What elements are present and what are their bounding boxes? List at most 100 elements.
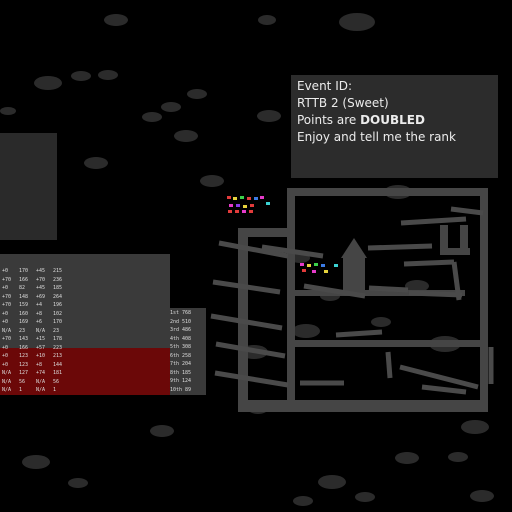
leaderboard-cell: N/A (2, 387, 12, 393)
leaderboard-cell: N/A (2, 378, 12, 385)
arena-top-wall (238, 228, 290, 237)
cloud-icon (187, 89, 207, 99)
platform (215, 341, 286, 359)
cloud-icon (461, 420, 489, 434)
tower-body (343, 256, 365, 296)
leaderboard-cell: 1 (19, 387, 23, 393)
leaderboard-cell: 160 (19, 310, 29, 317)
points-note-prefix: Points are (297, 113, 361, 127)
right-hook-b (460, 225, 468, 255)
leaderboard-cell: 264 (53, 293, 63, 300)
marker-icon (250, 204, 254, 207)
rank-cell: 7th 204 (170, 361, 192, 367)
marker-icon (240, 196, 244, 199)
leaderboard-cell: N/A (2, 327, 12, 334)
leaderboard-cell: 127 (19, 370, 29, 376)
platforms (210, 206, 494, 395)
leaderboard-cell: +0 (2, 353, 9, 359)
leaderboard-cell: +70 (2, 276, 12, 283)
leaderboard-cell: 159 (19, 302, 29, 308)
leaderboard-cell: +0 (2, 310, 9, 317)
cloud-icon (98, 70, 118, 80)
arena-lower-shelf (295, 340, 480, 347)
leaderboard-cell: 215 (53, 268, 63, 274)
marker-icon (260, 196, 264, 199)
cloud-icon (200, 175, 224, 187)
points-note: Points are DOUBLED (297, 112, 492, 129)
marker-icon (314, 263, 318, 266)
leaderboard-cell: N/A (36, 378, 46, 385)
platform (399, 364, 479, 390)
player-markers (227, 196, 338, 273)
rank-cell: 3rd 486 (170, 327, 192, 333)
leaderboard-cell: +45 (36, 285, 46, 291)
arena-bottom-floor (238, 400, 488, 412)
cloud-icon (448, 452, 468, 462)
leaderboard-cell: +4 (36, 302, 43, 308)
platform (451, 261, 462, 301)
leaderboard-cell: 178 (53, 336, 63, 342)
cloud-icon (395, 452, 419, 464)
platform (403, 259, 455, 267)
platform (367, 243, 433, 251)
rank-cell: 4th 408 (170, 335, 192, 342)
leaderboard-cell: +8 (36, 310, 43, 317)
platform (450, 206, 484, 216)
cloud-icon (22, 455, 50, 469)
leaderboard-cell: 223 (53, 344, 63, 351)
arena-mid-shelf (295, 290, 465, 296)
leaderboard-cell: +70 (2, 336, 12, 342)
platform (214, 370, 289, 388)
marker-icon (324, 270, 328, 273)
event-info-panel: Event ID: RTTB 2 (Sweet) Points are DOUB… (291, 75, 498, 178)
platform (212, 279, 281, 295)
rank-cell: 8th 185 (170, 369, 192, 376)
leaderboard-cell: 56 (19, 378, 26, 385)
rank-cell: 1st 768 (170, 310, 192, 316)
leaderboard-cell: 1 (53, 387, 57, 393)
right-hook-base (440, 248, 470, 255)
leaderboard-cell: 181 (53, 370, 63, 376)
marker-icon (300, 263, 304, 266)
leaderboard-cell: 148 (19, 293, 29, 300)
leaderboard-cell: 23 (53, 327, 60, 334)
platform (400, 216, 467, 226)
cloud-icon (68, 478, 88, 488)
platform (218, 240, 289, 259)
leaderboard-cell: N/A (2, 370, 12, 376)
leaderboard-cell: +0 (2, 285, 9, 291)
event-footer: Enjoy and tell me the rank (297, 130, 456, 144)
leaderboard-cell: +70 (36, 276, 46, 283)
marker-icon (233, 197, 237, 200)
cloud-icon (371, 317, 391, 327)
event-id-label: Event ID: (297, 79, 353, 93)
leaderboard-cell: 82 (19, 285, 26, 291)
platform (385, 351, 393, 379)
leaderboard-cell: N/A (36, 387, 46, 393)
cloud-icon (84, 157, 108, 169)
platform (368, 285, 409, 293)
marker-icon (254, 197, 258, 200)
cloud-icon (293, 496, 313, 506)
marker-icon (266, 202, 270, 205)
leaderboard-cell: 56 (53, 378, 60, 385)
marker-icon (229, 204, 233, 207)
leaderboard-cell: +57 (36, 344, 46, 351)
cloud-icon (355, 492, 375, 502)
leaderboard-cell: 166 (19, 276, 29, 283)
leaderboard-bg (0, 254, 206, 395)
leaderboard-cell: 169 (19, 319, 29, 325)
right-hook-a (440, 225, 448, 255)
marker-icon (307, 264, 311, 267)
marker-icon (312, 270, 316, 273)
cloud-icon (142, 112, 162, 122)
platform (303, 283, 366, 299)
leaderboard-cell: 196 (53, 302, 63, 308)
tower-roof (341, 238, 367, 258)
marker-icon (242, 210, 246, 213)
